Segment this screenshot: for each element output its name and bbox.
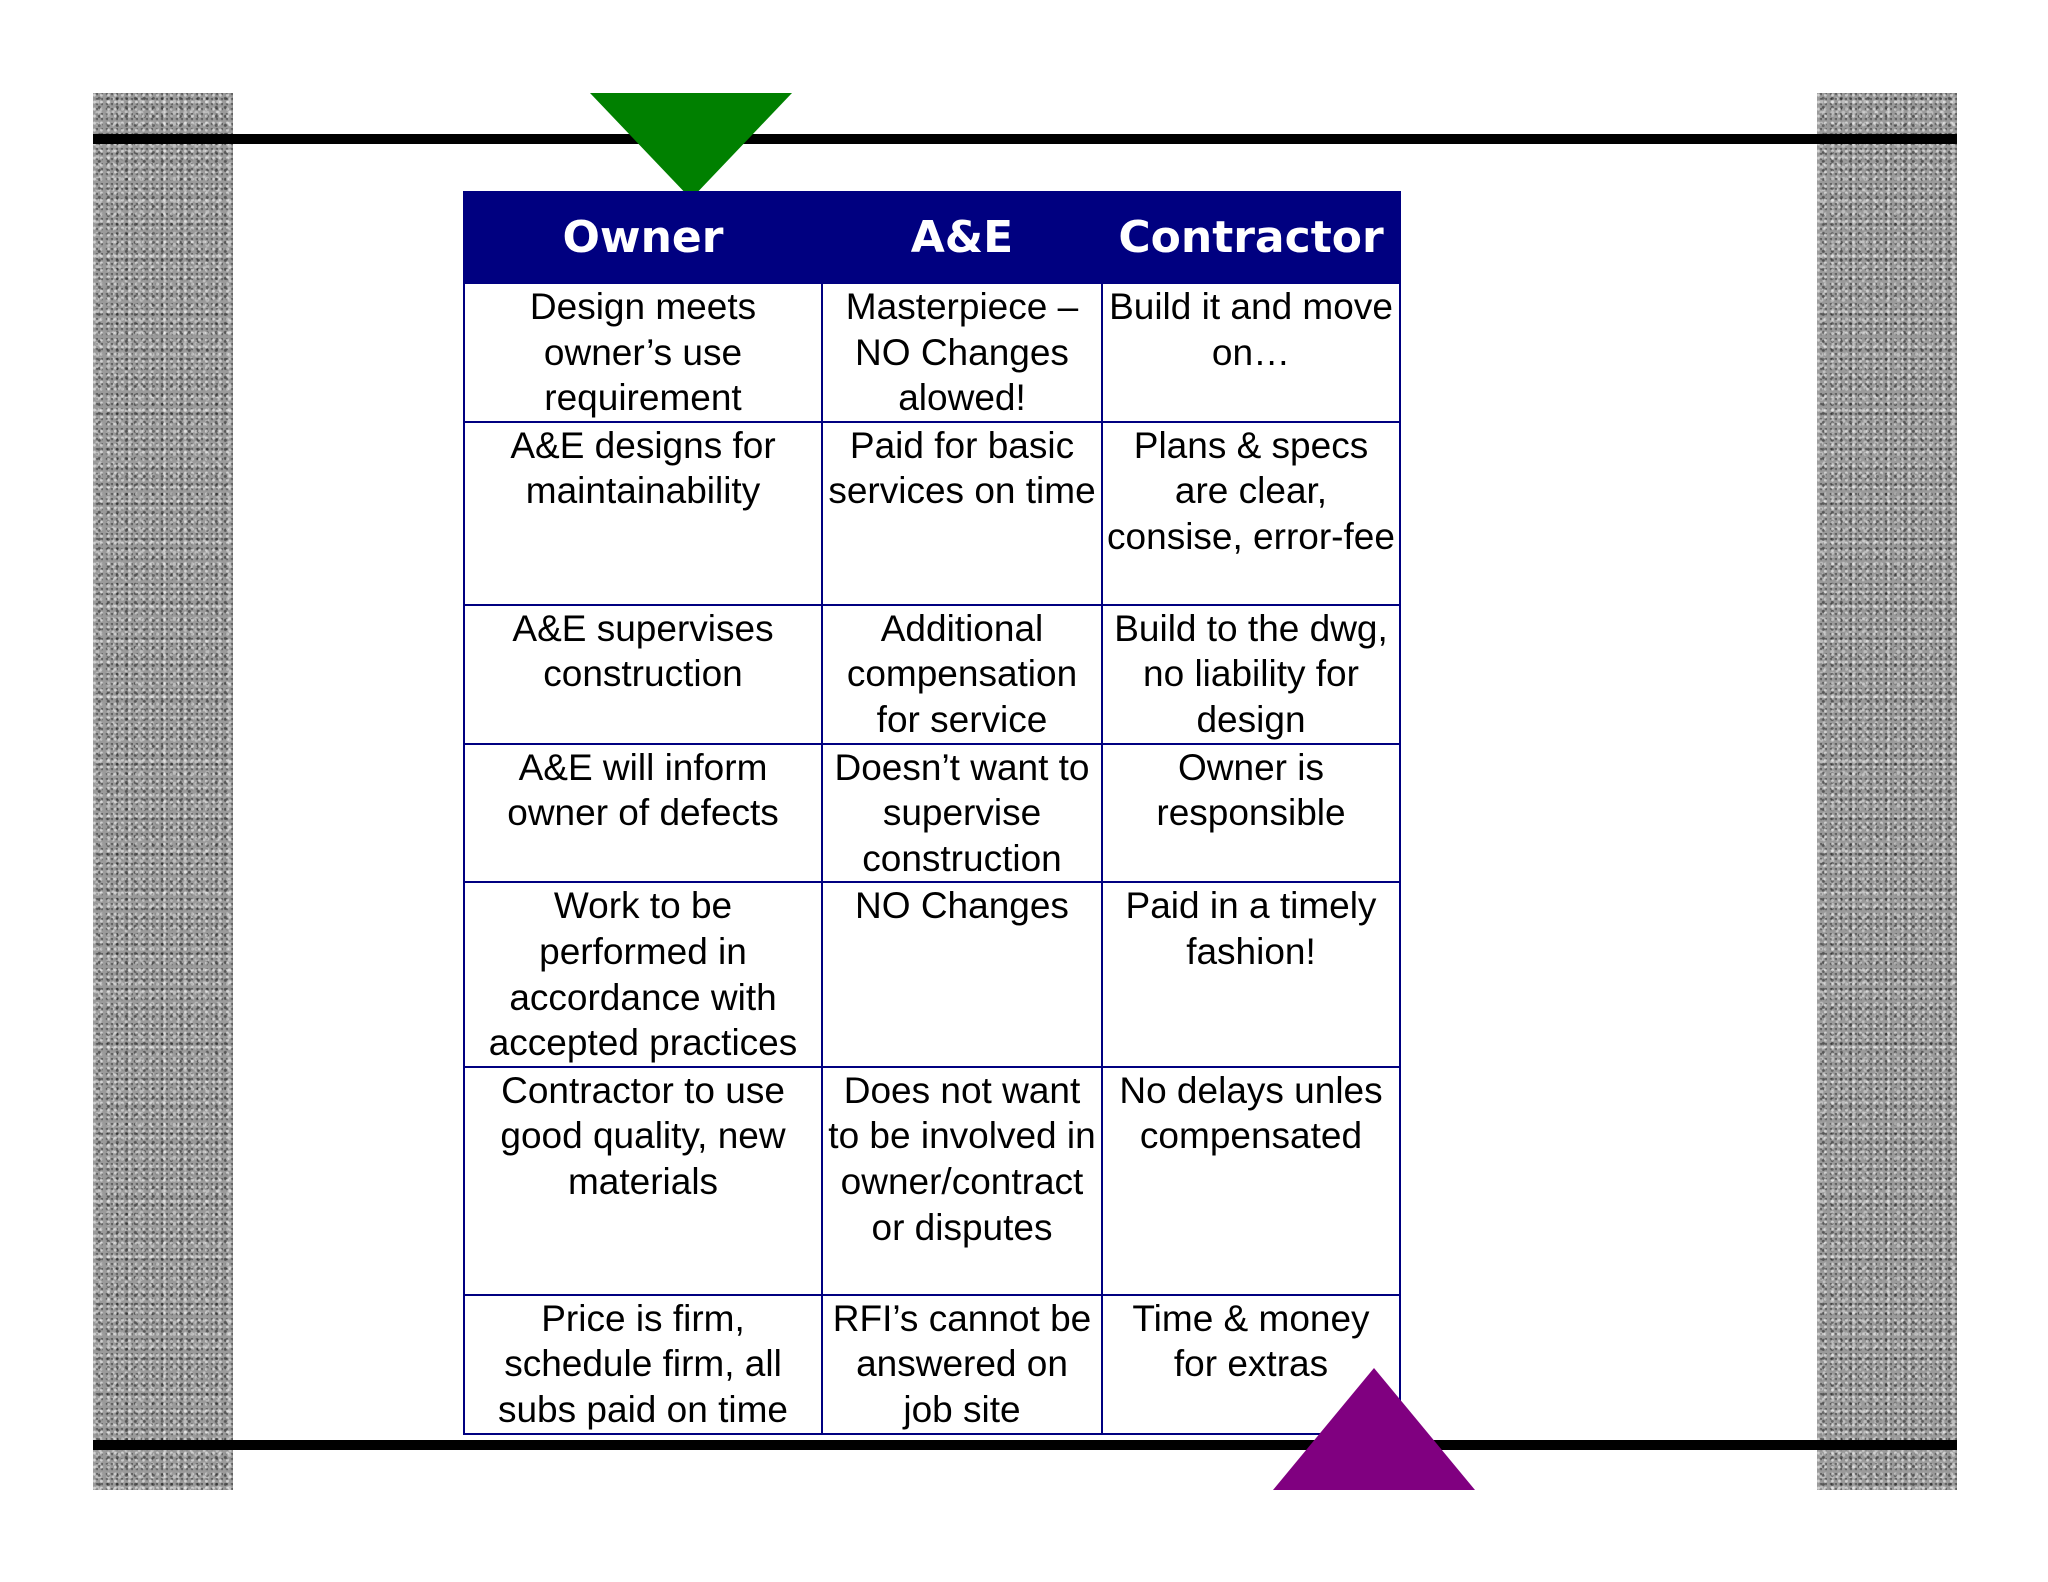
owner-cell: Work to be performed in accordance with …: [463, 881, 823, 1068]
bottom-rule: [93, 1440, 1957, 1450]
table-row: A&E designs for maintainability Paid for…: [463, 420, 1401, 606]
granite-border-left: [93, 93, 233, 1490]
header-ae: A&E: [821, 191, 1103, 284]
table-row: Contractor to use good quality, new mate…: [463, 1065, 1401, 1296]
granite-border-right: [1817, 93, 1957, 1490]
contractor-cell: Paid in a timely fashion!: [1101, 881, 1401, 1068]
ae-cell: Doesn’t want to supervise construction: [821, 742, 1103, 884]
owner-cell: A&E designs for maintainability: [463, 420, 823, 606]
responsibility-table: Owner A&E Contractor Design meets owner’…: [463, 191, 1401, 1435]
header-contractor: Contractor: [1101, 191, 1401, 284]
owner-cell: Design meets owner’s use requirement: [463, 282, 823, 423]
table-row: A&E will inform owner of defects Doesn’t…: [463, 742, 1401, 884]
green-triangle-marker: [590, 93, 792, 199]
owner-cell: Price is firm, schedule firm, all subs p…: [463, 1293, 823, 1435]
header-row: Owner A&E Contractor: [463, 191, 1401, 284]
owner-cell: A&E will inform owner of defects: [463, 742, 823, 884]
header-owner: Owner: [463, 191, 823, 284]
ae-cell: Does not want to be involved in owner/co…: [821, 1065, 1103, 1296]
contractor-cell: No delays unles compensated: [1101, 1065, 1401, 1296]
purple-triangle-marker: [1273, 1368, 1475, 1490]
table-row: A&E supervises construction Additional c…: [463, 603, 1401, 745]
table-row: Design meets owner’s use requirement Mas…: [463, 282, 1401, 423]
ae-cell: Paid for basic services on time: [821, 420, 1103, 606]
ae-cell: RFI’s cannot be answered on job site: [821, 1293, 1103, 1435]
contractor-cell: Build to the dwg, no liability for desig…: [1101, 603, 1401, 745]
top-rule: [93, 134, 1957, 144]
contractor-cell: Owner is responsible: [1101, 742, 1401, 884]
table-row: Price is firm, schedule firm, all subs p…: [463, 1293, 1401, 1435]
ae-cell: Masterpiece – NO Changes alowed!: [821, 282, 1103, 423]
ae-cell: NO Changes: [821, 881, 1103, 1068]
contractor-cell: Plans & specs are clear, consise, error-…: [1101, 420, 1401, 606]
ae-cell: Additional compensation for service: [821, 603, 1103, 745]
owner-cell: A&E supervises construction: [463, 603, 823, 745]
contractor-cell: Build it and move on…: [1101, 282, 1401, 423]
owner-cell: Contractor to use good quality, new mate…: [463, 1065, 823, 1296]
table-row: Work to be performed in accordance with …: [463, 881, 1401, 1068]
